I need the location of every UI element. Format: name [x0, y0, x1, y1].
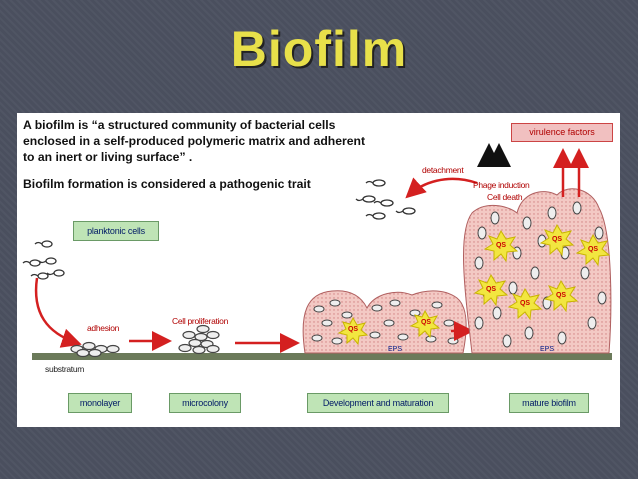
- arrow-to-adhesion: [34, 277, 82, 348]
- qs-label-mature-6: QS: [556, 292, 566, 299]
- cell-proliferation-label: Cell proliferation: [172, 316, 229, 326]
- development-clusters: QS QS EPS: [302, 290, 467, 354]
- qs-label-mature-1: QS: [496, 242, 506, 249]
- qs-label-dev-2: QS: [421, 319, 431, 326]
- mature-biofilm: QS QS QS QS QS QS EPS: [463, 188, 612, 354]
- eps-label-mature: EPS: [540, 346, 554, 353]
- adhesion-label: adhesion: [87, 323, 120, 333]
- planktonic-cells-left: [22, 240, 65, 280]
- stage-development: Development and maturation: [307, 393, 449, 413]
- qs-label-mature-4: QS: [486, 286, 496, 293]
- planktonic-cells-box: planktonic cells: [73, 221, 159, 241]
- detachment-label: detachment: [422, 165, 464, 175]
- biofilm-definition: A biofilm is “a structured community of …: [23, 118, 366, 164]
- cell-death-label: Cell death: [487, 192, 523, 202]
- biofilm-diagram: QS QS EPS: [22, 143, 612, 360]
- qs-label-mature-5: QS: [520, 300, 530, 307]
- stage-monolayer: monolayer: [68, 393, 132, 413]
- eps-label-dev: EPS: [388, 346, 402, 353]
- virulence-factors-box: virulence factors: [511, 123, 613, 142]
- stage-microcolony: microcolony: [169, 393, 241, 413]
- qs-label-mature-2: QS: [552, 236, 562, 243]
- substratum-bar: [32, 353, 612, 360]
- substratum-label: substratum: [45, 364, 85, 374]
- microcolony-cells: [178, 324, 220, 355]
- qs-label-dev-1: QS: [348, 326, 358, 333]
- planktonic-cells-detached: [355, 179, 416, 220]
- phage-induction-label: Phage induction: [473, 180, 530, 190]
- pathogenic-trait-statement: Biofilm formation is considered a pathog…: [23, 177, 311, 191]
- monolayer-cells: [70, 341, 120, 358]
- qs-label-mature-3: QS: [588, 246, 598, 253]
- stage-mature-biofilm: mature biofilm: [509, 393, 589, 413]
- diagram-panel: QS QS EPS: [17, 113, 620, 427]
- slide-title: Biofilm: [230, 21, 408, 77]
- detachment-arrow: [405, 177, 478, 199]
